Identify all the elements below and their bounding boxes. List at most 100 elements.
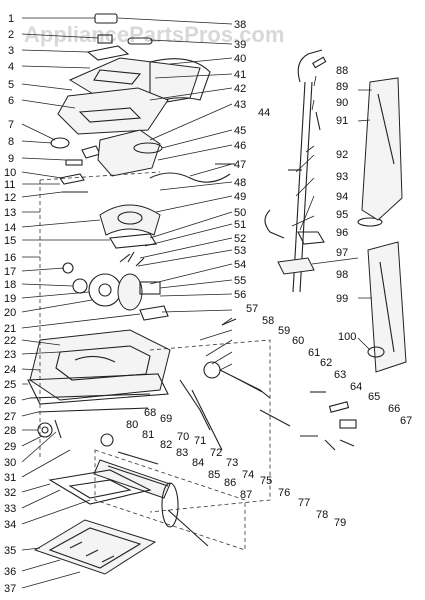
watermark: AppliancePartsPros.com (24, 22, 284, 47)
callout-label: 51 (234, 219, 246, 231)
callout-label: 79 (334, 517, 346, 529)
callout-label: 53 (234, 245, 246, 257)
callout-label: 46 (234, 140, 246, 152)
callout-label: 70 (177, 431, 189, 443)
callout-label: 77 (298, 497, 310, 509)
callout-label: 85 (208, 469, 220, 481)
callout-label: 69 (160, 413, 172, 425)
callout-label: 27 (4, 411, 16, 423)
callout-label: 44 (258, 107, 270, 119)
callout-label: 59 (278, 325, 290, 337)
callout-label: 34 (4, 519, 16, 531)
callout-label: 87 (240, 489, 252, 501)
callout-label: 1 (8, 13, 14, 25)
callout-label: 16 (4, 252, 16, 264)
callout-label: 73 (226, 457, 238, 469)
callout-label: 66 (388, 403, 400, 415)
callout-label: 71 (194, 435, 206, 447)
callout-label: 82 (160, 439, 172, 451)
callout-label: 7 (8, 119, 14, 131)
callout-label: 90 (336, 97, 348, 109)
callout-label: 96 (336, 227, 348, 239)
callout-label: 29 (4, 441, 16, 453)
callout-label: 83 (176, 447, 188, 459)
callout-label: 10 (4, 167, 16, 179)
callout-label: 31 (4, 472, 16, 484)
callout-label: 19 (4, 293, 16, 305)
callout-label: 92 (336, 149, 348, 161)
callout-label: 75 (260, 475, 272, 487)
callout-label: 43 (234, 99, 246, 111)
callout-label: 2 (8, 29, 14, 41)
callout-label: 4 (8, 61, 14, 73)
callout-label: 25 (4, 379, 16, 391)
callout-label: 21 (4, 323, 16, 335)
callout-label: 88 (336, 65, 348, 77)
callout-label: 17 (4, 266, 16, 278)
callout-label: 33 (4, 503, 16, 515)
callout-label: 93 (336, 171, 348, 183)
callout-label: 56 (234, 289, 246, 301)
callout-label: 24 (4, 364, 16, 376)
callout-label: 78 (316, 509, 328, 521)
callout-label: 28 (4, 425, 16, 437)
callout-label: 15 (4, 235, 16, 247)
callout-label: 30 (4, 457, 16, 469)
callout-label: 91 (336, 115, 348, 127)
callout-label: 6 (8, 95, 14, 107)
callout-label: 89 (336, 81, 348, 93)
callout-label: 40 (234, 53, 246, 65)
callout-label: 50 (234, 207, 246, 219)
callout-labels-left: 1 2 3 4 5 6 7 8 9 10 11 12 13 14 15 16 1… (4, 13, 16, 595)
callout-label: 80 (126, 419, 138, 431)
motor-assembly (62, 251, 169, 321)
callout-label: 61 (308, 347, 320, 359)
callout-label: 42 (234, 83, 246, 95)
callout-label: 95 (336, 209, 348, 221)
callout-label: 55 (234, 275, 246, 287)
upper-housing-parts (50, 13, 235, 249)
callout-label: 14 (4, 222, 16, 234)
callout-label: 45 (234, 125, 246, 137)
callout-label: 23 (4, 349, 16, 361)
callout-label: 12 (4, 192, 16, 204)
callout-label: 99 (336, 293, 348, 305)
leader-lines (21, 17, 372, 589)
callout-label: 54 (234, 259, 246, 271)
callout-label: 3 (8, 45, 14, 57)
handle-and-rear-parts (179, 49, 407, 451)
callout-label: 9 (8, 153, 14, 165)
callout-label: 48 (234, 177, 246, 189)
callout-label: 94 (336, 191, 348, 203)
callout-label: 72 (210, 447, 222, 459)
callout-label: 81 (142, 429, 154, 441)
callout-label: 39 (234, 39, 246, 51)
callout-label: 84 (192, 457, 204, 469)
callout-label: 63 (334, 369, 346, 381)
callout-label: 22 (4, 335, 16, 347)
callout-label: 60 (292, 335, 304, 347)
brush-roll-assembly (33, 433, 209, 575)
callout-label: 52 (234, 233, 246, 245)
callout-label: 57 (246, 303, 258, 315)
callout-labels-center: 38 39 40 41 42 43 44 45 46 47 48 49 50 5… (126, 19, 412, 529)
callout-label: 8 (8, 136, 14, 148)
callout-label: 35 (4, 545, 16, 557)
callout-label: 74 (242, 469, 254, 481)
callout-label: 58 (262, 315, 274, 327)
callout-label: 26 (4, 395, 16, 407)
callout-label: 36 (4, 566, 16, 578)
callout-label: 64 (350, 381, 362, 393)
callout-label: 47 (234, 159, 246, 171)
callout-label: 98 (336, 269, 348, 281)
callout-label: 38 (234, 19, 246, 31)
callout-label: 62 (320, 357, 332, 369)
callout-label: 65 (368, 391, 380, 403)
dashed-assembly-boxes (39, 171, 271, 551)
callout-label: 76 (278, 487, 290, 499)
callout-label: 67 (400, 415, 412, 427)
base-housing (27, 329, 171, 439)
callout-label: 68 (144, 407, 156, 419)
callout-label: 18 (4, 279, 16, 291)
